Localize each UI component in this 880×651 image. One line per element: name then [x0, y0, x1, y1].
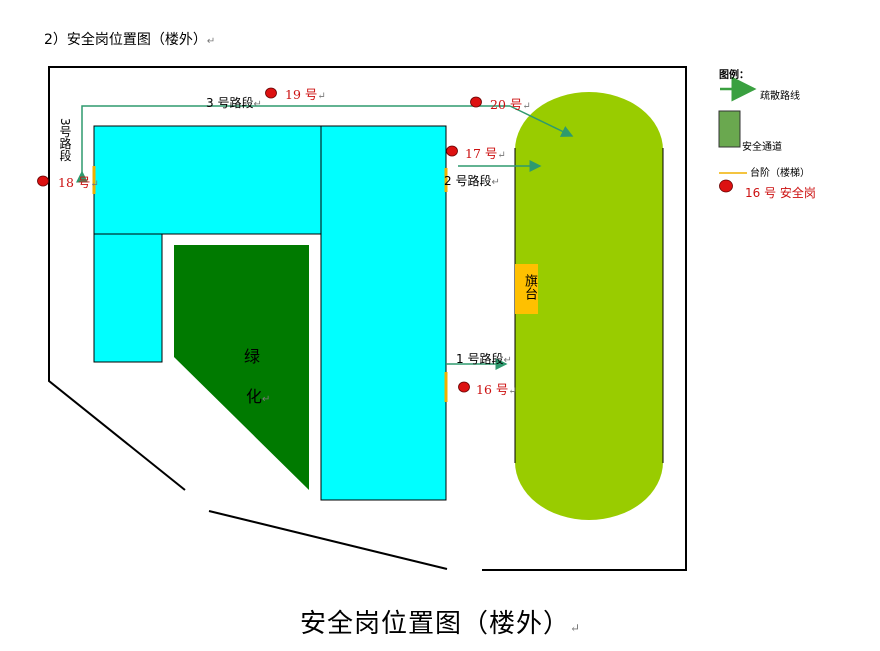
building-top-left	[93, 125, 323, 235]
route-3-vertical-label: 3号路段	[58, 118, 72, 162]
site-boundary	[48, 66, 687, 571]
green-area	[174, 245, 309, 490]
route-1-label: 1 号路段↵	[456, 352, 512, 366]
security-posts	[37, 87, 482, 393]
post-19-marker	[265, 87, 277, 99]
post-20-label: 20 号↵	[490, 97, 531, 112]
post-16-label: 16 号↵	[476, 382, 517, 397]
diagram-caption: 安全岗位置图（楼外）↵	[300, 609, 582, 639]
building-right-wing	[320, 125, 447, 501]
flag-platform-label: 旗台	[522, 274, 537, 300]
legend-post-icon	[719, 179, 733, 193]
green-area-label-2: 化↵	[246, 387, 271, 406]
legend-green-text: 安全通道	[742, 142, 782, 153]
legend-stairs-text: 台阶（楼梯）	[750, 168, 810, 179]
sports-field	[515, 92, 663, 520]
page-heading: 2）安全岗位置图（楼外）↵	[44, 32, 216, 48]
route-3-label: 3 号路段↵	[206, 96, 262, 110]
post-20-marker	[470, 96, 482, 108]
flag-platform	[515, 264, 538, 314]
post-18-label: 18 号↵	[58, 175, 99, 190]
legend-title: 图例：	[719, 70, 749, 81]
legend-arrow-text: 疏散路线	[760, 91, 800, 102]
legend-green-swatch	[718, 110, 741, 148]
green-area-label-1: 绿	[244, 347, 261, 366]
post-17-marker	[446, 145, 458, 157]
building-left-wing	[93, 233, 163, 363]
post-17-label: 17 号↵	[465, 146, 506, 161]
legend-post-text: 16 号 安全岗	[745, 186, 816, 200]
route-2-label: 2 号路段↵	[444, 174, 500, 188]
post-16-marker	[458, 381, 470, 393]
evacuation-route-3	[76, 105, 574, 183]
post-19-label: 19 号↵	[285, 87, 326, 102]
post-18-marker	[37, 175, 49, 187]
